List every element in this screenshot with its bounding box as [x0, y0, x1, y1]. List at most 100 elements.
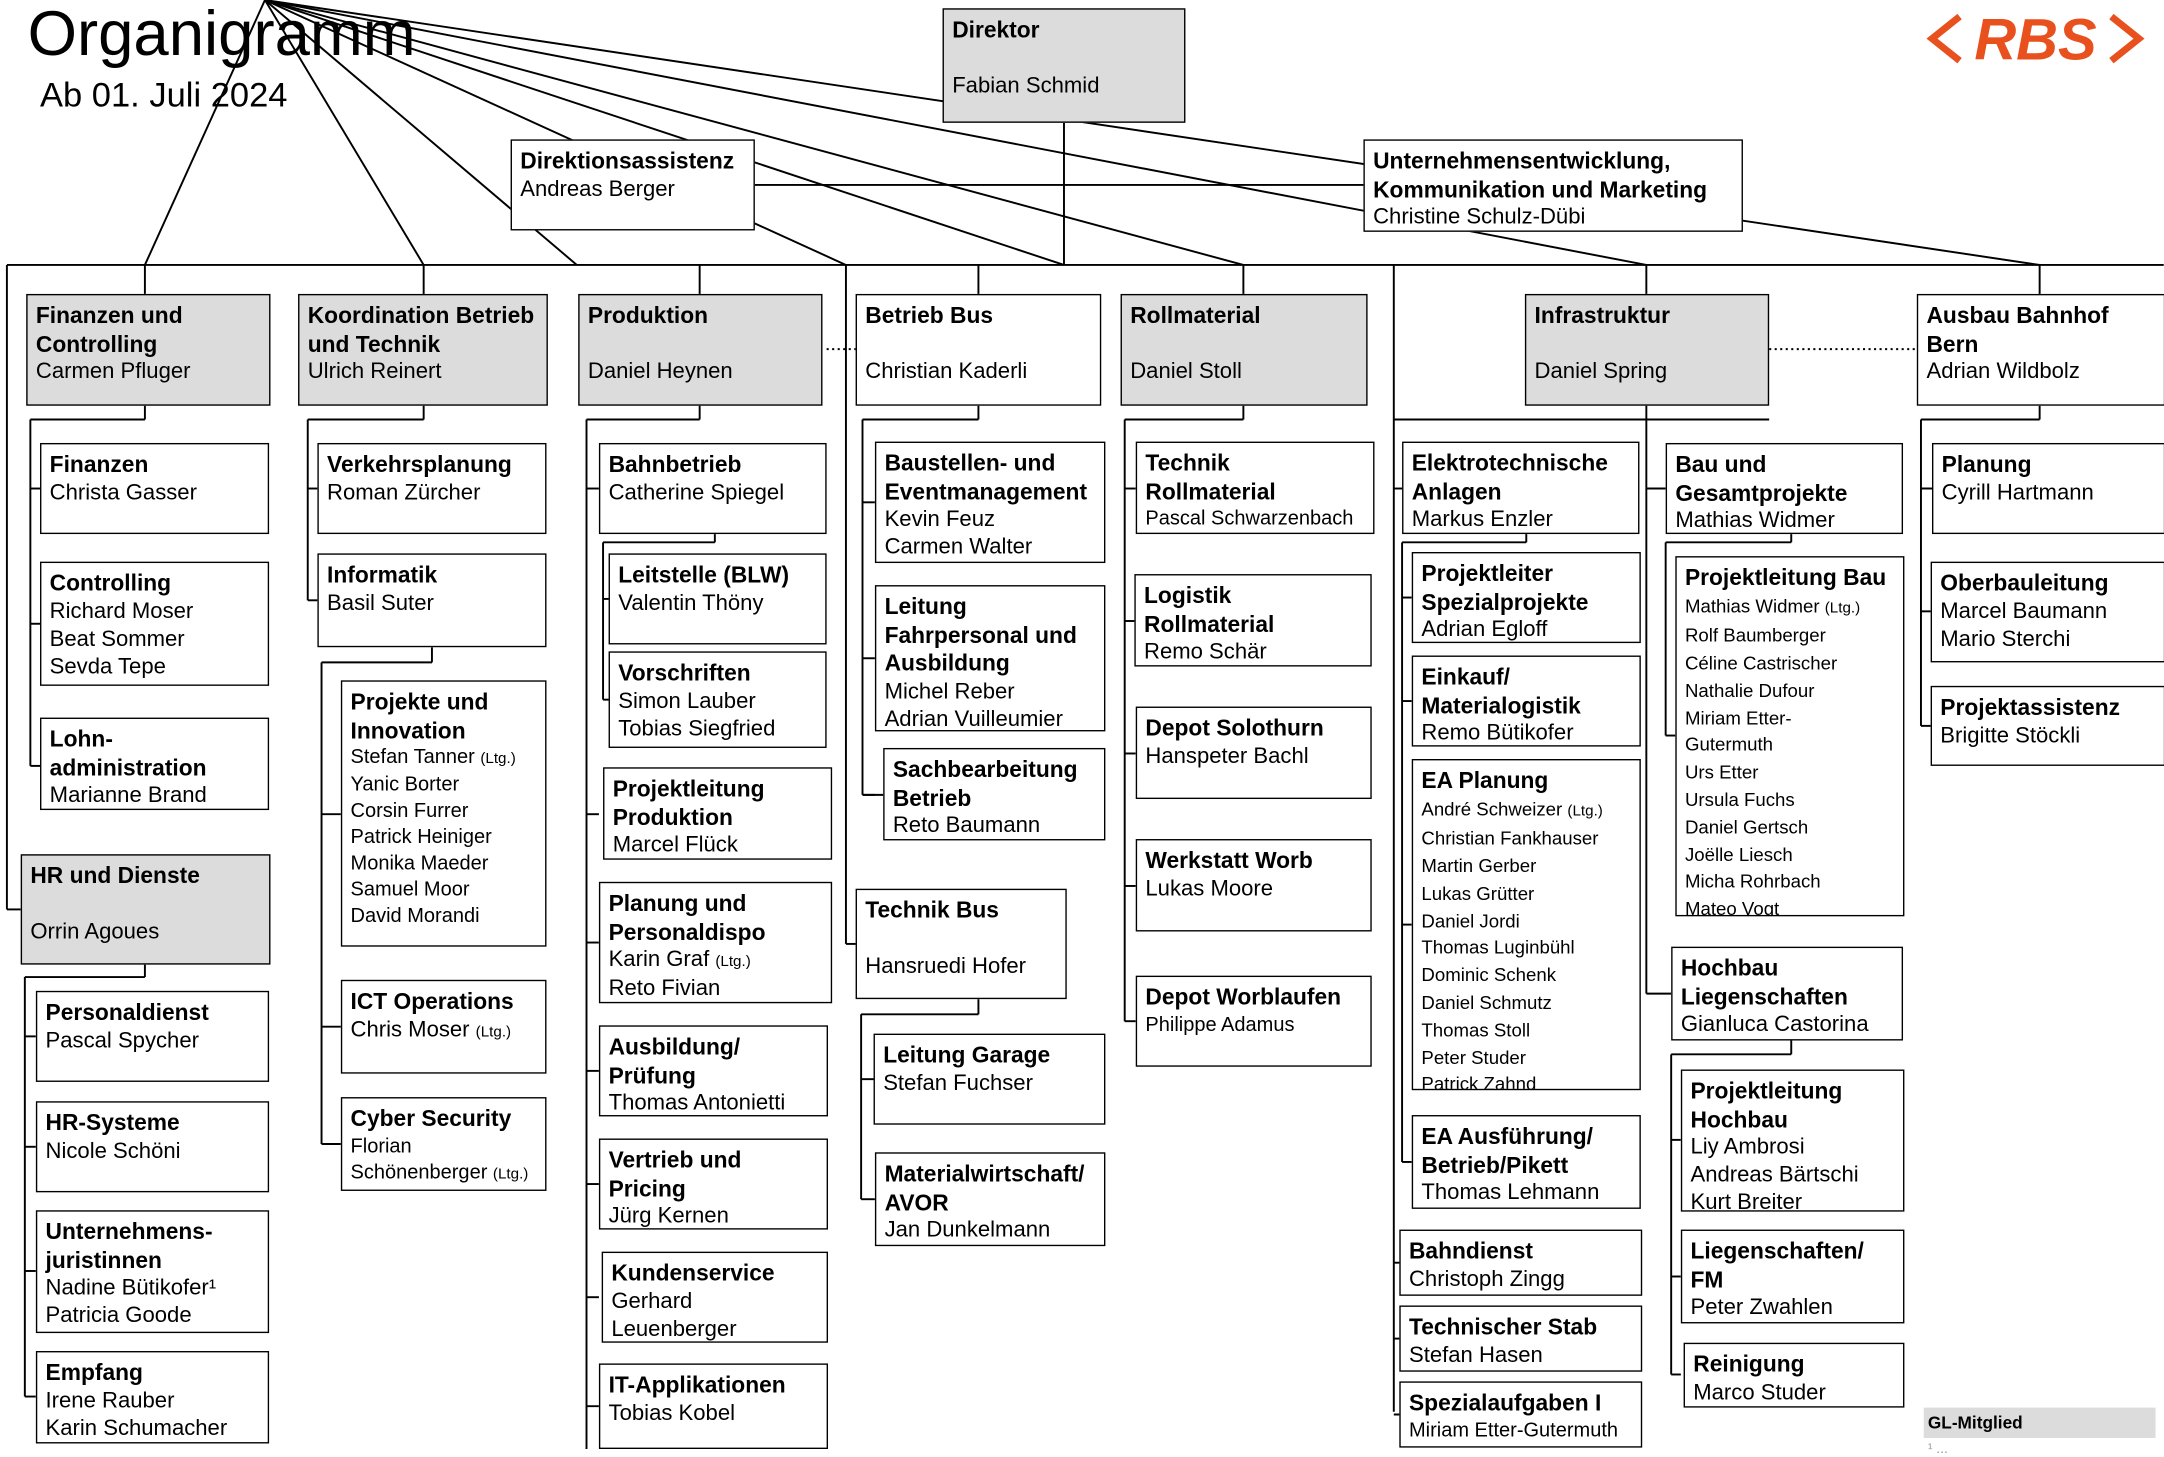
unit-title: Finanzen — [49, 452, 149, 478]
unit-title: Technik Rollmaterial — [1145, 451, 1276, 505]
unit-person: Miriam Etter- — [1684, 707, 1792, 729]
unit-person: Beat Sommer — [49, 627, 185, 651]
unit-person: Gerhard — [611, 1289, 693, 1314]
unit-person: Miriam Etter-Gutermuth — [1408, 1419, 1619, 1442]
unit-person: Micha Rohrbach — [1684, 871, 1821, 893]
unit-person: Daniel Stoll — [1130, 359, 1242, 383]
unit-person: Florian — [350, 1135, 412, 1158]
unit-person: Andreas Berger — [520, 177, 675, 201]
unit-title: Materialwirtschaft/ AVOR — [884, 1161, 1085, 1216]
unit-person: Corsin Furrer — [350, 800, 469, 823]
unit-person: Brigitte Stöckli — [1940, 723, 2081, 748]
unit-person: Karin Schumacher — [45, 1416, 228, 1441]
unit-person: Christine Schulz-Dübi — [1373, 205, 1586, 230]
unit-person: Schönenberger (Ltg.) — [350, 1161, 529, 1184]
unit-person: Thomas Lehmann — [1421, 1181, 1600, 1205]
unit-person: Monika Maeder — [350, 852, 489, 875]
unit-title: Projekte und Innovation — [350, 690, 489, 744]
unit-title: Einkauf/ Materialogistik — [1421, 665, 1581, 719]
unit-title: Planung — [1941, 452, 2032, 478]
unit-person: Dominic Schenk — [1421, 965, 1557, 986]
svg-text:RBS: RBS — [1974, 8, 2097, 69]
unit-person: Markus Enzler — [1411, 507, 1553, 532]
unit-person: Adrian Egloff — [1421, 618, 1548, 642]
unit-person: Remo Schär — [1144, 640, 1267, 664]
unit-title: Depot Worblaufen — [1145, 985, 1342, 1011]
connector-line — [144, 0, 266, 266]
unit-title: Bau und Gesamtprojekte — [1675, 452, 1848, 506]
unit-person: Pascal Schwarzenbach — [1145, 507, 1354, 530]
unit-person: André Schweizer (Ltg.) — [1421, 798, 1603, 820]
unit-title: Depot Solothurn — [1145, 716, 1324, 742]
unit-person: Samuel Moor — [350, 879, 470, 902]
unit-title: Werkstatt Worb — [1145, 848, 1313, 874]
unit-person: Rolf Baumberger — [1684, 625, 1826, 647]
unit-person: Daniel Jordi — [1421, 910, 1520, 932]
unit-person: Martin Gerber — [1421, 855, 1537, 877]
unit-title: Projektleitung Bau — [1684, 565, 1887, 591]
unit-person: Reto Fivian — [608, 977, 721, 1001]
unit-title: Planung und Personaldispo — [608, 891, 766, 945]
unit-title: Personaldienst — [45, 1000, 209, 1026]
unit-person: Patrick Zahnd — [1421, 1074, 1537, 1091]
unit-person: Stefan Hasen — [1408, 1343, 1543, 1367]
unit-person: Urs Etter — [1684, 762, 1759, 783]
unit-person: Christa Gasser — [49, 480, 197, 505]
unit-person: Tobias Siegfried — [618, 716, 776, 741]
unit-title: Betrieb Bus — [865, 303, 994, 329]
unit-title: Vertrieb und Pricing — [608, 1148, 742, 1202]
unit-person: Nathalie Dufour — [1684, 680, 1815, 701]
unit-title: Koordination Betrieb und Technik — [307, 303, 535, 357]
unit-title: Leitstelle (BLW) — [618, 563, 790, 588]
unit-person: Mario Sterchi — [1940, 627, 2071, 651]
unit-person: Daniel Spring — [1534, 359, 1668, 383]
unit-title: HR und Dienste — [30, 863, 200, 889]
unit-title: Oberbauleitung — [1940, 571, 2109, 597]
unit-person: Marianne Brand — [49, 783, 207, 808]
connector-line — [264, 0, 1065, 266]
rbs-logo: RBS — [1926, 8, 2145, 69]
unit-title: Technischer Stab — [1408, 1315, 1598, 1340]
unit-title: HR-Systeme — [45, 1110, 180, 1136]
unit-person: Thomas Stoll — [1421, 1019, 1531, 1041]
unit-title: Technik Bus — [865, 898, 999, 924]
unit-ukm: Unternehmensentwicklung, Kommunikation u… — [1363, 139, 1743, 232]
unit-title: Unternehmensentwicklung, Kommunikation u… — [1373, 149, 1708, 203]
unit-person: Christoph Zingg — [1408, 1267, 1565, 1291]
unit-title: Empfang — [45, 1360, 143, 1386]
unit-person: Stefan Fuchser — [883, 1071, 1033, 1096]
unit-title: Direktionsassistenz — [520, 149, 735, 174]
unit-person: Fabian Schmid — [952, 73, 1100, 98]
page-title: Organigramm — [27, 0, 416, 70]
unit-title: Cyber Security — [350, 1106, 512, 1132]
